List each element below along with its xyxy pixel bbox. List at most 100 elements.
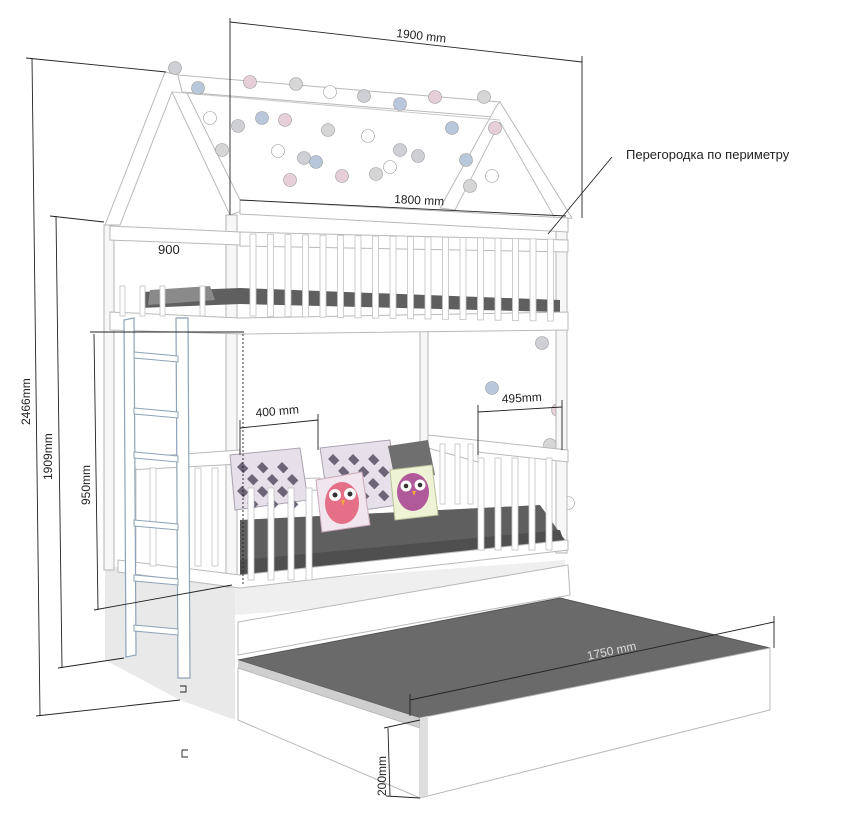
dim-width-total: 1900 mm bbox=[396, 26, 447, 45]
garland-ball bbox=[485, 169, 499, 183]
garland-ball bbox=[321, 123, 335, 137]
lower-guard-slat bbox=[477, 457, 485, 551]
garland-ball bbox=[369, 167, 383, 181]
ladder-rung bbox=[133, 624, 179, 636]
dimension-lines bbox=[25, 18, 775, 799]
garland-ball bbox=[278, 113, 292, 127]
dim-width-inner: 1800 mm bbox=[394, 192, 445, 208]
upper-guard-slat bbox=[547, 238, 554, 322]
callout-perimeter-partition: Перегородка по периметру bbox=[626, 147, 790, 162]
garland-ball bbox=[357, 89, 371, 103]
garland-ball bbox=[191, 81, 205, 95]
dim-height-lower: 950mm bbox=[79, 465, 93, 505]
garland-ball bbox=[215, 143, 229, 157]
lower-back-slat bbox=[467, 443, 474, 505]
ladder-rung bbox=[133, 519, 179, 531]
dim-lower-opening-left: 400 mm bbox=[255, 402, 299, 420]
upper-side-slat bbox=[139, 285, 146, 317]
bed-base-shadow bbox=[235, 560, 565, 615]
post-front-left bbox=[103, 224, 115, 571]
dim-height-frame: 1909mm bbox=[41, 433, 55, 480]
upper-guard-slat bbox=[284, 234, 292, 318]
pillow-owl-pink bbox=[315, 471, 371, 533]
dim-lower-opening-right: 495mm bbox=[501, 390, 542, 406]
garland-ball bbox=[535, 336, 549, 350]
lower-side-slat bbox=[211, 467, 219, 567]
lower-side-slat bbox=[194, 467, 202, 567]
garland-lights bbox=[168, 61, 575, 510]
upper-bunk bbox=[109, 199, 569, 335]
upper-guard-slat bbox=[302, 234, 309, 318]
upper-guard-slat bbox=[459, 237, 467, 321]
garland-ball bbox=[168, 61, 182, 75]
floor-shadow bbox=[105, 565, 235, 720]
upper-guard-slat bbox=[529, 238, 537, 322]
upper-guard-slat bbox=[354, 235, 362, 319]
lower-guard-slat bbox=[305, 487, 313, 581]
upper-guard-slat bbox=[389, 235, 397, 319]
lower-side-slat bbox=[149, 467, 157, 567]
garland-ball bbox=[243, 75, 257, 89]
dim-drawer-height: 200mm bbox=[375, 756, 389, 796]
garland-ball bbox=[393, 143, 407, 157]
dim-height-total: 2466mm bbox=[19, 378, 33, 425]
garland-ball bbox=[297, 151, 311, 165]
post-front-mid bbox=[225, 214, 238, 588]
garland-ball bbox=[323, 85, 337, 99]
garland-ball bbox=[411, 149, 425, 163]
upper-guard-slat bbox=[424, 236, 432, 320]
garland-ball bbox=[255, 111, 269, 125]
lower-bunk bbox=[117, 434, 569, 589]
upper-guard-slat bbox=[372, 235, 379, 319]
garland-ball bbox=[289, 77, 303, 91]
garland-ball bbox=[309, 155, 323, 169]
lower-guard-slat bbox=[528, 457, 536, 551]
garland-ball bbox=[231, 119, 245, 133]
upper-guard-slat bbox=[267, 233, 274, 317]
lower-guard-slat bbox=[494, 457, 502, 551]
ladder-rung bbox=[133, 351, 179, 363]
upper-guard-slat bbox=[319, 234, 327, 318]
lower-guard-slat bbox=[287, 487, 295, 581]
lower-guard-slat bbox=[247, 487, 255, 581]
garland-ball bbox=[335, 169, 349, 183]
garland-ball bbox=[445, 121, 459, 135]
upper-guard-slat bbox=[512, 238, 519, 321]
garland-ball bbox=[283, 173, 297, 187]
upper-side-slat bbox=[199, 285, 206, 317]
upper-guard-slat bbox=[337, 235, 344, 318]
upper-guard-slat bbox=[442, 236, 449, 320]
garland-ball bbox=[428, 90, 442, 104]
lower-back-slat bbox=[439, 443, 446, 505]
upper-guard-slat bbox=[249, 233, 257, 317]
upper-mattress bbox=[140, 288, 560, 312]
dim-top-opening: 900 bbox=[158, 242, 180, 257]
upper-guard-slat bbox=[407, 236, 414, 320]
lower-back-slat bbox=[454, 443, 461, 505]
garland-ball bbox=[459, 153, 473, 167]
garland-ball bbox=[488, 121, 502, 135]
ladder bbox=[123, 317, 191, 679]
garland-ball bbox=[203, 111, 217, 125]
pillow-owl-purple bbox=[389, 464, 439, 521]
lower-guard-slat bbox=[267, 487, 275, 581]
garland-ball bbox=[485, 381, 499, 395]
garland-ball bbox=[361, 129, 375, 143]
lower-guard-slat bbox=[545, 457, 553, 551]
ladder-rung bbox=[133, 451, 179, 463]
upper-guard-slat bbox=[477, 237, 484, 321]
garland-ball bbox=[463, 179, 477, 193]
lower-guard-slat bbox=[511, 457, 519, 551]
post-back-right bbox=[555, 217, 568, 554]
garland-ball bbox=[383, 160, 397, 174]
garland-ball bbox=[271, 144, 285, 158]
garland-ball bbox=[477, 90, 491, 104]
garland-ball bbox=[393, 97, 407, 111]
upper-side-slat bbox=[159, 285, 166, 317]
roof-frame bbox=[104, 71, 573, 226]
upper-guard-slat bbox=[494, 237, 502, 321]
ladder-rung bbox=[133, 574, 179, 586]
ladder-rung bbox=[133, 407, 179, 419]
